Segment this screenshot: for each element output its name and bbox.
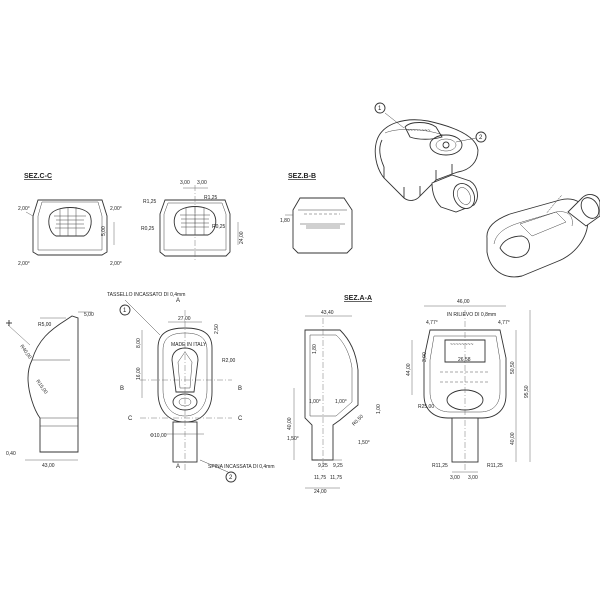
dim-front-250: 2,50 (214, 324, 220, 334)
dim-side-4300: 43,00 (42, 463, 55, 469)
dim-front-1600: 16,00 (136, 367, 142, 380)
dim-r-2658: 26,58 (458, 357, 471, 363)
isometric-view-top: ~~~~~~~~ 1 2 (374, 102, 487, 213)
right-logo-text: ~~~~~~~~ (450, 342, 473, 348)
dim-aa-1175-left: 11,75 (314, 475, 326, 481)
dim-cc-500: 5,00 (101, 226, 107, 236)
iso-logo-text: ~~~~~~~~ (407, 128, 430, 134)
dim-mid-r025-right: R0,25 (212, 224, 226, 230)
callout-1-iso-label: 1 (378, 106, 382, 112)
note-rilievo: IN RILIEVO DI 0,8mm (447, 312, 496, 318)
section-cc-title: SEZ.C-C (24, 173, 52, 180)
dim-r-5050: 50,50 (510, 361, 516, 374)
section-c-c-view: SEZ.C-C 2,00° 2,00° 2,00° 2,00° 5,00 (18, 173, 122, 267)
isometric-view-bottom: ~~~~~~~~ (486, 193, 600, 278)
dim-cc-200-bl: 2,00° (18, 261, 30, 267)
dim-r-477-right: 4,77° (498, 320, 510, 326)
front-made-in-text: MADE IN ITALY (171, 342, 207, 348)
dim-mid-300-right: 3,00 (197, 180, 207, 186)
right-front-view: ~~~~~~~~ 46,00 4,77° 4,77° IN RILIEVO DI… (406, 299, 531, 481)
dim-side-040: 0,40 (6, 451, 16, 457)
dim-aa-4000: 40,00 (287, 417, 293, 430)
dim-r-r1125-right: R11,25 (487, 463, 503, 469)
dim-r-4400: 44,00 (406, 363, 412, 376)
dim-front-r200: R2,00 (222, 358, 236, 364)
dim-mid-r125-right: R1,25 (204, 195, 218, 201)
dim-side-r40: R40,00 (18, 344, 32, 361)
dim-aa-925-right: 9,25 (333, 463, 343, 469)
mark-c-right: C (238, 416, 243, 422)
dim-mid-r025-left: R0,25 (141, 226, 155, 232)
note-spina: SPINA INCASSATA DI 0,4mm (208, 464, 275, 470)
dim-r-477-left: 4,77° (426, 320, 438, 326)
section-middle-view: 3,00 3,00 R1,25 R1,25 R0,25 R0,25 24,00 (141, 180, 245, 262)
section-a-a-view: SEZ.A-A 43,40 1,80 1,00° 1,00° 40,00 1,5… (287, 295, 382, 495)
dim-r-300: 3,00 (422, 352, 428, 362)
callout-2-front (225, 471, 237, 483)
callout-1-iso (374, 102, 386, 114)
dim-mid-r125-left: R1,25 (143, 199, 157, 205)
dim-side-r5: R5,00 (38, 322, 52, 328)
dim-front-2700: 27,00 (178, 316, 191, 322)
mark-a-top: A (176, 298, 180, 304)
dim-aa-150-right: 1,50° (358, 440, 370, 446)
dim-cc-200-tr: 2,00° (110, 206, 122, 212)
dim-cc-200-br: 2,00° (110, 261, 122, 267)
section-aa-title: SEZ.A-A (344, 295, 372, 302)
dim-r-300-left: 3,00 (450, 475, 460, 481)
dim-r-4600: 46,00 (457, 299, 470, 305)
dim-side-500: 5,00 (84, 312, 94, 318)
dim-aa-150-left: 1,50° (287, 436, 299, 442)
mark-a-bottom: A (176, 464, 180, 470)
dim-cc-200-tl: 2,00° (18, 206, 30, 212)
note-tassello: TASSELLO INCASSATO DI 0,4mm (107, 292, 185, 298)
mark-b-left: B (120, 386, 124, 392)
dim-aa-100-left: 1,00° (309, 399, 321, 405)
dim-r-9550: 95,50 (524, 385, 530, 398)
front-view: TASSELLO INCASSATO DI 0,4mm 1 MADE IN IT… (107, 292, 275, 483)
callout-2-front-label: 2 (229, 475, 233, 481)
dim-r-r2500: R25,00 (418, 404, 434, 410)
dim-mid-2400: 24,00 (239, 231, 245, 244)
dim-front-800: 8,00 (136, 338, 142, 348)
dim-aa-r050: R0,50 (351, 414, 365, 428)
side-profile-view: R5,00 R40,00 R15,00 5,00 0,40 43,00 (6, 311, 94, 469)
dim-r-4000: 40,00 (510, 432, 516, 445)
dim-mid-300-left: 3,00 (180, 180, 190, 186)
dim-r-300-right: 3,00 (468, 475, 478, 481)
dim-aa-100-right: 1,00° (335, 399, 347, 405)
dim-front-phi10: Φ10,00 (150, 433, 167, 439)
callout-2-iso-label: 2 (479, 135, 483, 141)
dim-aa-100: 1,00 (376, 404, 382, 414)
section-bb-title: SEZ.B-B (288, 173, 316, 180)
dim-aa-1175-right: 11,75 (330, 475, 342, 481)
dim-aa-180: 1,80 (312, 344, 318, 354)
callout-2-iso (475, 131, 487, 143)
dim-aa-4340: 43,40 (321, 310, 334, 316)
callout-1-front-label: 1 (123, 308, 127, 314)
dim-r-r1125-left: R11,25 (432, 463, 448, 469)
mark-b-right: B (238, 386, 242, 392)
section-b-b-view: SEZ.B-B 1,80 (280, 173, 353, 254)
dim-aa-925-left: 9,25 (318, 463, 328, 469)
dim-aa-2400: 24,00 (314, 489, 327, 495)
callout-1-front (119, 304, 131, 316)
dim-bb-180: 1,80 (280, 218, 290, 224)
mark-c-left: C (128, 416, 133, 422)
